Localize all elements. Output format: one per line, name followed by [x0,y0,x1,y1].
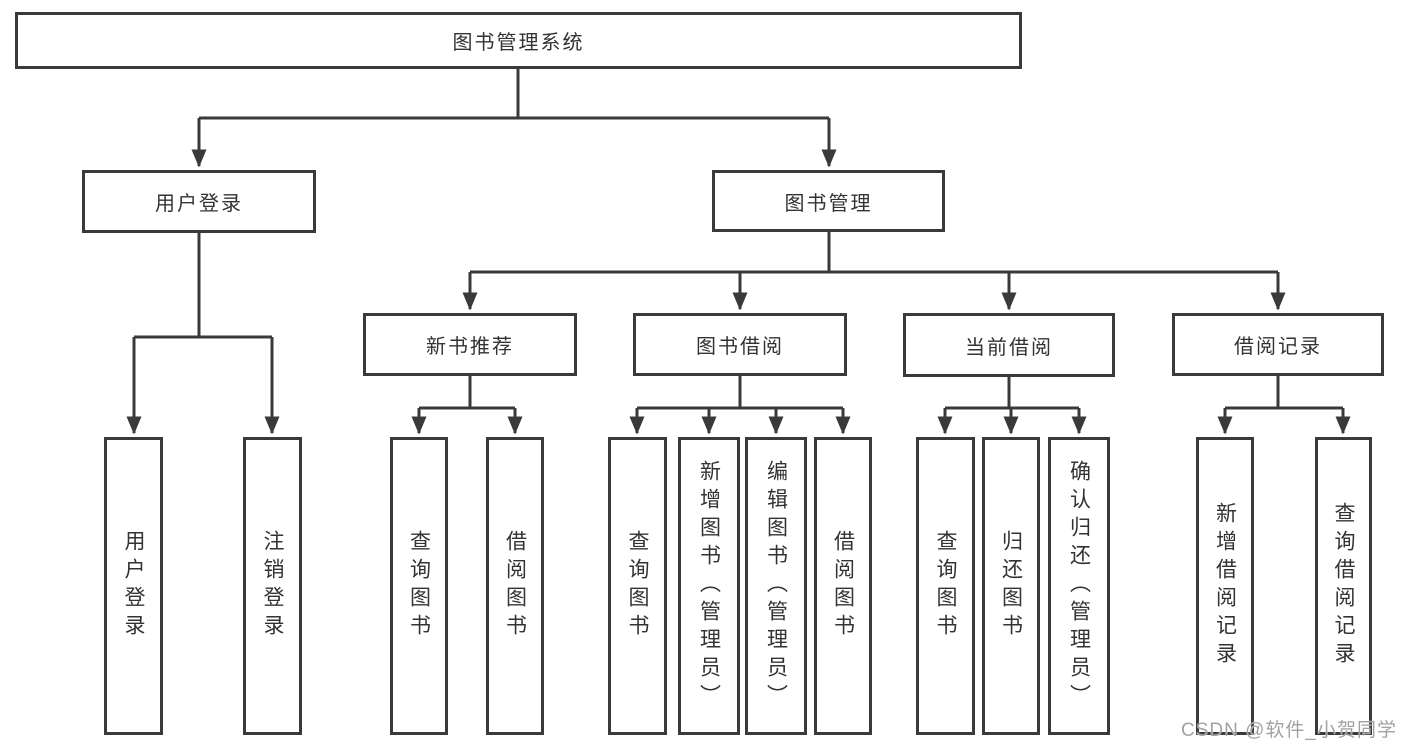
leaf-logout: 注销登录 [243,437,302,735]
node-book-borrowing: 图书借阅 [633,313,847,376]
node-current-borrowing: 当前借阅 [903,313,1115,377]
node-book-management-branch: 图书管理 [712,170,945,232]
leaf-query-borrow-record: 查询借阅记录 [1315,437,1372,735]
node-new-book-recommend: 新书推荐 [363,313,577,376]
node-root-system: 图书管理系统 [15,12,1022,69]
leaf-borrow-books-recommend: 借阅图书 [486,437,544,735]
csdn-watermark: CSDN @软件_小贺同学 [1181,720,1397,741]
leaf-borrow-books: 借阅图书 [814,437,872,735]
leaf-query-books-current: 查询图书 [916,437,975,735]
leaf-confirm-return-admin: 确认归还（管理员） [1048,437,1110,735]
leaf-query-books-recommend: 查询图书 [390,437,448,735]
node-user-login-branch: 用户登录 [82,170,316,233]
leaf-user-login: 用户登录 [104,437,163,735]
leaf-add-borrow-record: 新增借阅记录 [1196,437,1254,735]
leaf-query-books-borrowing: 查询图书 [608,437,667,735]
node-borrowing-records: 借阅记录 [1172,313,1384,376]
leaf-add-books-admin: 新增图书（管理员） [678,437,740,735]
leaf-edit-books-admin: 编辑图书（管理员） [745,437,807,735]
leaf-return-books: 归还图书 [982,437,1040,735]
